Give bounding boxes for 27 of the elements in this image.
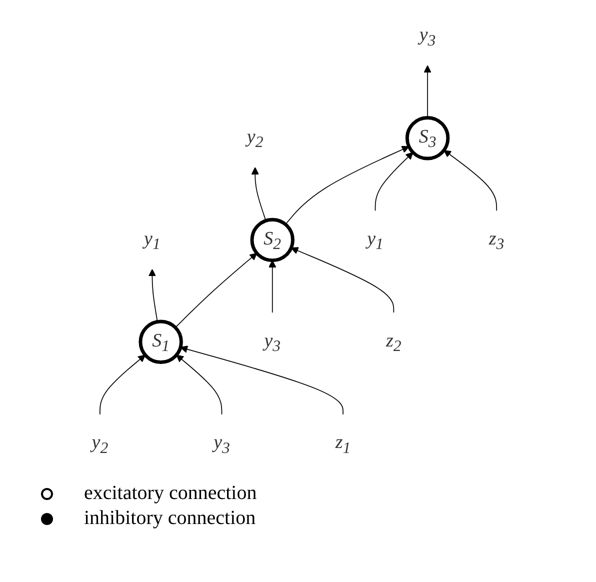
legend-text: excitatory connection xyxy=(84,482,257,505)
node-text: z$_{3}$ xyxy=(488,227,504,252)
arrow xyxy=(374,152,414,212)
arrow xyxy=(285,146,410,225)
arrow xyxy=(444,150,497,212)
arrow xyxy=(268,260,276,313)
arrow xyxy=(290,247,394,313)
node-text: z$_{2}$ xyxy=(386,328,402,354)
arrow xyxy=(251,167,266,222)
node-text: y$_{1}$ xyxy=(367,227,384,252)
arrow xyxy=(174,252,258,328)
node-text: y$_{3}$ xyxy=(419,23,436,49)
node-text: z$_{1}$ xyxy=(335,430,351,456)
arrow xyxy=(148,268,158,322)
node-text: y$_{3}$ xyxy=(264,328,281,354)
arrow xyxy=(424,65,432,118)
arrow xyxy=(176,354,222,415)
node-text: y$_{3}$ xyxy=(214,430,230,456)
node-text: y$_{1}$ xyxy=(144,227,160,252)
arrow xyxy=(180,346,344,415)
node-circle: S$_{1}$ xyxy=(138,320,183,364)
legend-text: inhibitory connection xyxy=(84,507,256,530)
node-text: y$_{2}$ xyxy=(246,125,264,151)
node-text: y$_{2}$ xyxy=(92,430,108,456)
node-circle: S$_{2}$ xyxy=(250,218,294,262)
arrow xyxy=(100,354,146,415)
node-circle: S$_{3}$ xyxy=(405,116,450,160)
